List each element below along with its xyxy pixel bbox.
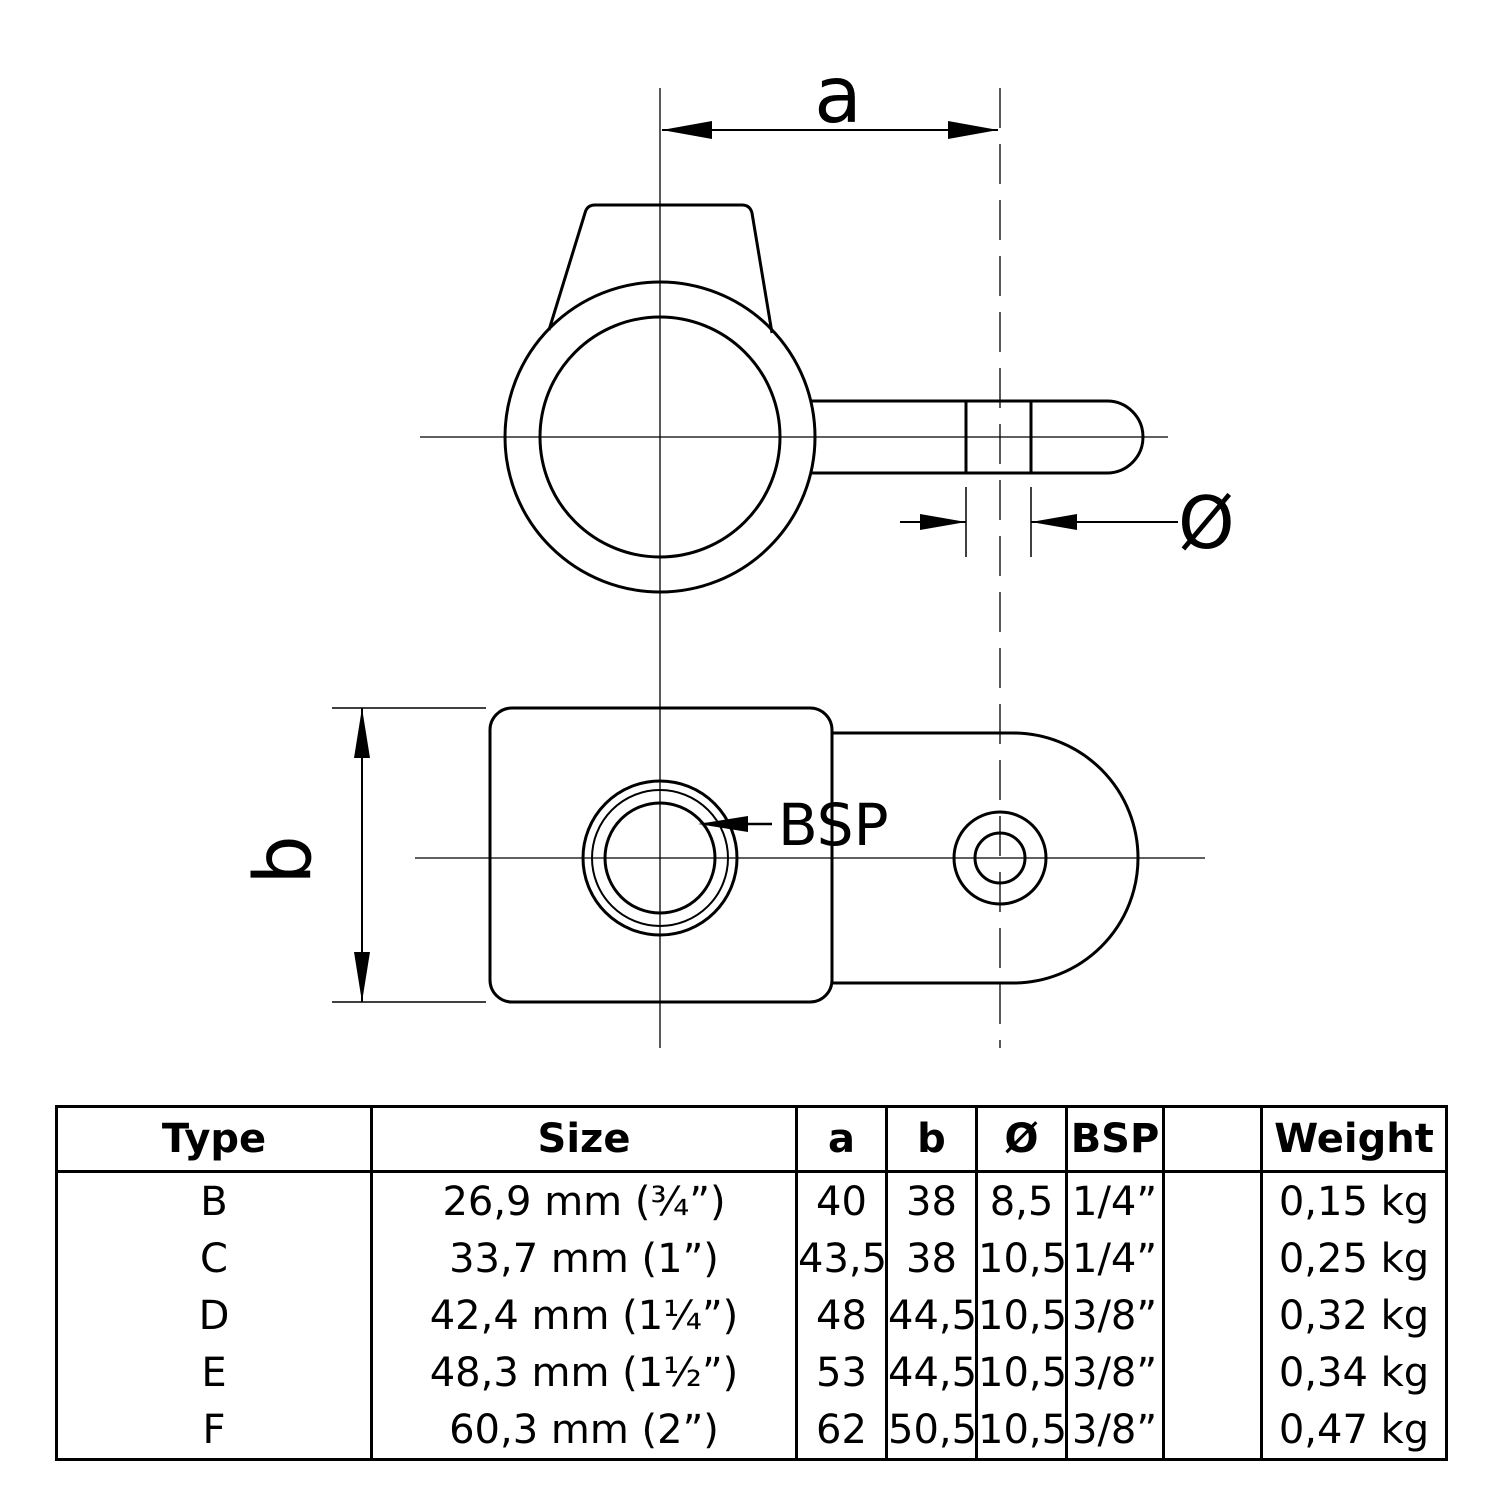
cell-diameter: 10,5 — [975, 1344, 1068, 1401]
cell-extra — [1162, 1171, 1263, 1230]
table-row: B 26,9 mm (¾”) 40 38 8,5 1/4” 0,15 kg — [55, 1171, 1448, 1230]
cell-weight: 0,25 kg — [1260, 1230, 1448, 1287]
cell-bsp: 1/4” — [1065, 1171, 1165, 1230]
bsp-callout: BSP — [698, 791, 889, 859]
bsp-arrow-head — [698, 816, 748, 832]
header-bsp: BSP — [1065, 1106, 1165, 1173]
table-row: E 48,3 mm (1½”) 53 44,5 10,5 3/8” 0,34 k… — [55, 1344, 1448, 1401]
bsp-hole-outer — [581, 779, 739, 937]
dim-diameter-label: Ø — [1178, 481, 1235, 565]
header-type: Type — [55, 1106, 373, 1173]
header-diameter: Ø — [975, 1106, 1068, 1173]
cell-a: 43,5 — [795, 1230, 888, 1287]
dimension-b: b — [239, 707, 486, 1003]
header-empty — [1162, 1106, 1263, 1173]
cell-diameter: 10,5 — [975, 1401, 1068, 1460]
cell-type: D — [55, 1287, 373, 1344]
cell-b: 38 — [885, 1171, 978, 1230]
dim-b-label: b — [239, 835, 329, 885]
dimension-a: a — [662, 51, 998, 141]
dimension-diameter: Ø — [900, 481, 1235, 565]
dim-b-arrow-top — [354, 708, 370, 758]
cell-weight: 0,34 kg — [1260, 1344, 1448, 1401]
cell-b: 38 — [885, 1230, 978, 1287]
ring-inner-circle — [538, 315, 782, 559]
cell-diameter: 8,5 — [975, 1171, 1068, 1230]
cell-weight: 0,15 kg — [1260, 1171, 1448, 1230]
cell-size: 26,9 mm (¾”) — [370, 1171, 798, 1230]
cell-a: 62 — [795, 1401, 888, 1460]
front-view — [503, 203, 1145, 594]
arm-outline — [810, 399, 1145, 475]
cell-bsp: 3/8” — [1065, 1401, 1165, 1460]
cell-type: F — [55, 1401, 373, 1460]
centerlines — [415, 88, 1205, 1048]
cell-size: 48,3 mm (1½”) — [370, 1344, 798, 1401]
cell-a: 40 — [795, 1171, 888, 1230]
cell-a: 53 — [795, 1344, 888, 1401]
bsp-label: BSP — [778, 791, 889, 859]
dim-b-arrow-bottom — [354, 952, 370, 1002]
table-header-row: Type Size a b Ø BSP Weight — [55, 1106, 1448, 1173]
cell-extra — [1162, 1344, 1263, 1401]
spec-table: Type Size a b Ø BSP Weight B 26,9 mm (¾”… — [55, 1105, 1448, 1461]
table-row: F 60,3 mm (2”) 62 50,5 10,5 3/8” 0,47 kg — [55, 1401, 1448, 1460]
table-row: D 42,4 mm (1¼”) 48 44,5 10,5 3/8” 0,32 k… — [55, 1287, 1448, 1344]
plan-view — [488, 706, 1140, 1004]
ring-outer-circle — [503, 280, 817, 594]
dim-a-label: a — [814, 51, 862, 141]
cell-extra — [1162, 1401, 1263, 1460]
dim-a-arrow-right — [948, 121, 998, 139]
cell-extra — [1162, 1287, 1263, 1344]
dim-dia-arrow-left — [920, 514, 966, 530]
cell-size: 60,3 mm (2”) — [370, 1401, 798, 1460]
cell-size: 33,7 mm (1”) — [370, 1230, 798, 1287]
cell-a: 48 — [795, 1287, 888, 1344]
body-outline — [488, 706, 834, 1004]
header-a: a — [795, 1106, 888, 1173]
fitting-technical-drawing: a Ø b BSP — [239, 51, 1235, 1048]
dim-a-arrow-left — [662, 121, 712, 139]
cell-diameter: 10,5 — [975, 1230, 1068, 1287]
bsp-hole-bore — [603, 801, 717, 915]
cell-bsp: 1/4” — [1065, 1230, 1165, 1287]
cell-type: C — [55, 1230, 373, 1287]
cell-bsp: 3/8” — [1065, 1344, 1165, 1401]
cell-weight: 0,32 kg — [1260, 1287, 1448, 1344]
header-weight: Weight — [1260, 1106, 1448, 1173]
cell-size: 42,4 mm (1¼”) — [370, 1287, 798, 1344]
dim-dia-arrow-right — [1031, 514, 1077, 530]
bsp-hole-thread — [591, 789, 729, 927]
cell-b: 44,5 — [885, 1287, 978, 1344]
cell-type: B — [55, 1171, 373, 1230]
cell-b: 50,5 — [885, 1401, 978, 1460]
pin-hole-outer — [952, 810, 1048, 906]
cell-b: 44,5 — [885, 1344, 978, 1401]
cell-bsp: 3/8” — [1065, 1287, 1165, 1344]
top-lug-outline — [547, 203, 774, 334]
cell-type: E — [55, 1344, 373, 1401]
cell-weight: 0,47 kg — [1260, 1401, 1448, 1460]
table-row: C 33,7 mm (1”) 43,5 38 10,5 1/4” 0,25 kg — [55, 1230, 1448, 1287]
header-size: Size — [370, 1106, 798, 1173]
cell-extra — [1162, 1230, 1263, 1287]
tab-outline — [832, 731, 1140, 985]
pin-hole-bore — [973, 831, 1027, 885]
cell-diameter: 10,5 — [975, 1287, 1068, 1344]
header-b: b — [885, 1106, 978, 1173]
